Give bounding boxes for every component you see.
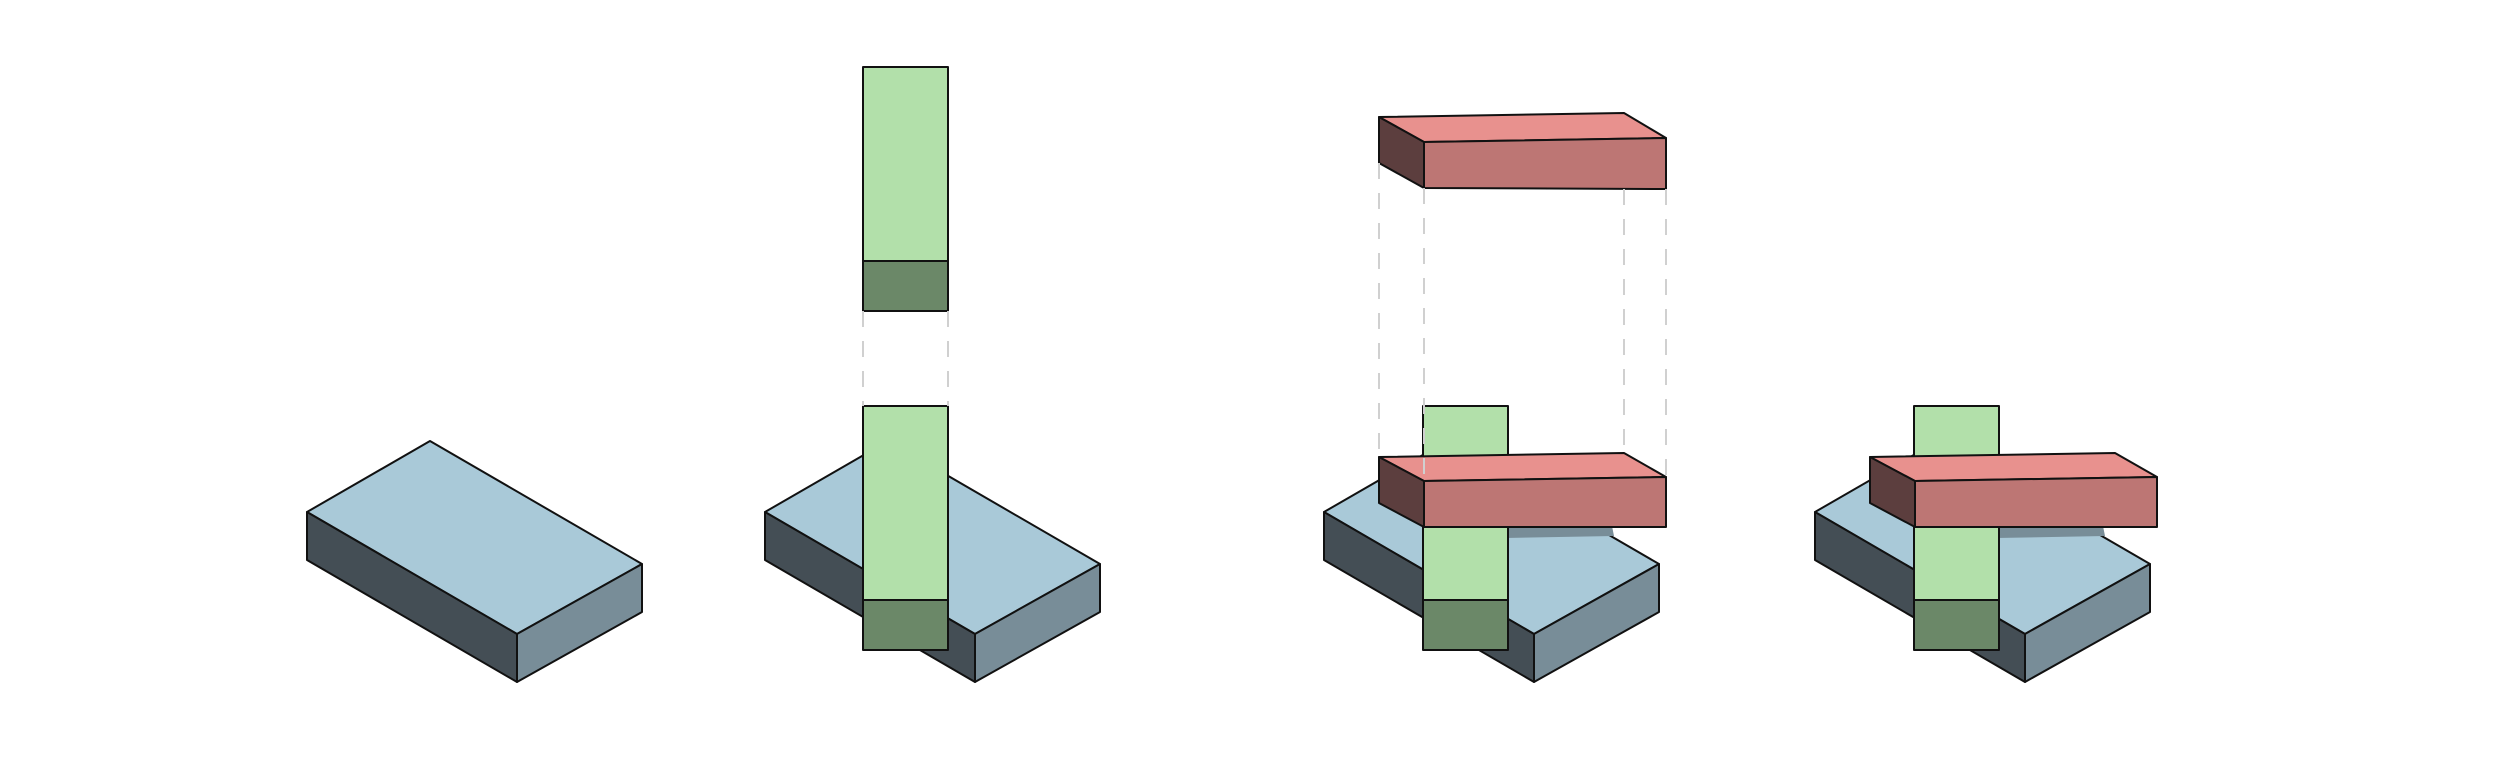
post-front-face xyxy=(862,405,949,601)
floating-post xyxy=(862,66,949,312)
guide-lines xyxy=(862,311,949,406)
beam-shadow xyxy=(1505,526,1614,538)
vertical-post xyxy=(862,405,949,651)
slab-right-face xyxy=(974,563,1101,683)
horizontal-beam xyxy=(1378,452,1667,528)
floating-beam xyxy=(1378,112,1667,190)
beam-front-face xyxy=(1423,476,1667,528)
base-slab xyxy=(306,440,643,683)
slab-right-face xyxy=(2024,563,2151,683)
post-front-face xyxy=(862,66,949,262)
post-base-face xyxy=(1422,599,1509,651)
beam-front-face xyxy=(1423,137,1667,190)
slab-right-face xyxy=(516,563,643,683)
step-2 xyxy=(764,66,1101,683)
beam-shadow xyxy=(1996,526,2105,538)
step-4 xyxy=(1814,405,2158,683)
horizontal-beam xyxy=(1869,452,2158,528)
post-base-face xyxy=(862,260,949,312)
post-base-face xyxy=(1913,599,2000,651)
beam-front-face xyxy=(1914,476,2158,528)
post-base-face xyxy=(862,599,949,651)
slab-right-face xyxy=(1533,563,1660,683)
step-1 xyxy=(306,440,643,683)
step-3 xyxy=(1323,112,1667,683)
guide-lines xyxy=(1378,163,1667,481)
beam-top-face xyxy=(1378,112,1667,143)
